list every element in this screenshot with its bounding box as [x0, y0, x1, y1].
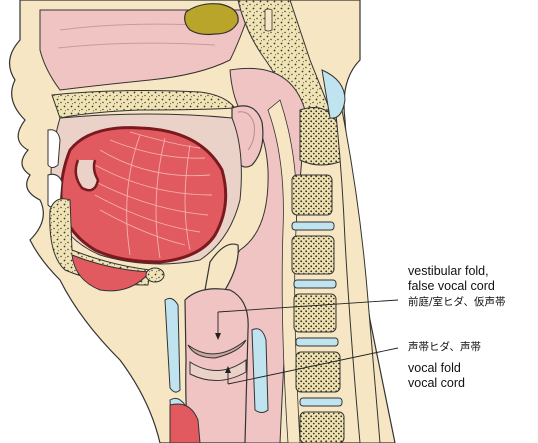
vestibular-fold-label-en-1: vestibular fold,	[408, 264, 489, 278]
upper-teeth	[47, 129, 61, 168]
hyoid-bone	[145, 267, 165, 283]
vocal-fold-label-jp: 声帯ヒダ、声帯	[408, 341, 481, 353]
pituitary-gland	[184, 3, 239, 36]
vocal-fold-label-en-2: vocal cord	[408, 376, 465, 390]
vocal-fold-shape	[189, 359, 247, 381]
floor-of-mouth	[71, 254, 152, 292]
tongue-muscle-fibers	[91, 131, 213, 259]
vestibular-fold-label-jp: 前庭/室ヒダ、仮声帯	[408, 296, 506, 308]
cervical-spine	[291, 107, 346, 443]
vestibular-fold-shape	[187, 339, 247, 359]
pointer-lines	[217, 299, 399, 385]
vestibular-fold-label-en-2: false vocal cord	[408, 279, 495, 293]
thyroid-gland	[169, 403, 201, 443]
spinal-canal	[334, 98, 381, 443]
vocal-fold-label-en-1: vocal fold	[408, 361, 461, 375]
thyroid-cartilage	[164, 297, 181, 393]
larynx	[184, 288, 249, 443]
